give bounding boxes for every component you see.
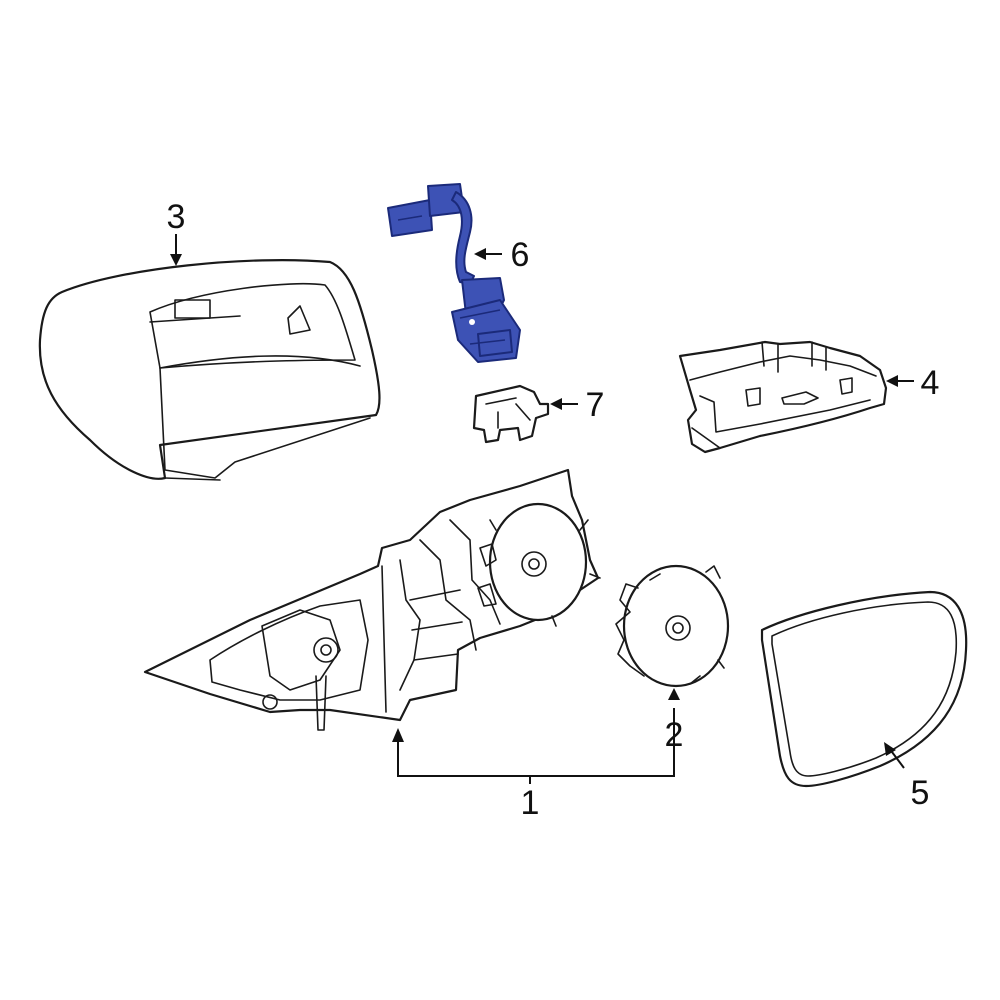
part-1-mirror-assembly[interactable] bbox=[143, 468, 601, 731]
callout-1-label: 1 bbox=[521, 784, 540, 822]
callout-4-label: 4 bbox=[921, 364, 940, 402]
part-7-clip[interactable] bbox=[472, 384, 550, 444]
part-6-wiring-harness[interactable] bbox=[387, 183, 521, 363]
callout-3-label: 3 bbox=[167, 198, 186, 236]
callout-leaders bbox=[170, 234, 914, 784]
callout-2-label: 2 bbox=[665, 716, 684, 754]
part-4-mirror-frame[interactable] bbox=[678, 340, 888, 454]
callout-7-label: 7 bbox=[586, 386, 605, 424]
part-3-mirror-cover[interactable] bbox=[38, 259, 381, 481]
callout-6-label: 6 bbox=[511, 236, 530, 274]
callout-5-label: 5 bbox=[911, 774, 930, 812]
part-5-mirror-glass[interactable] bbox=[760, 590, 968, 788]
part-2-actuator-motor[interactable] bbox=[615, 564, 730, 688]
callout-labels: 3 6 7 4 2 1 5 bbox=[167, 198, 940, 822]
